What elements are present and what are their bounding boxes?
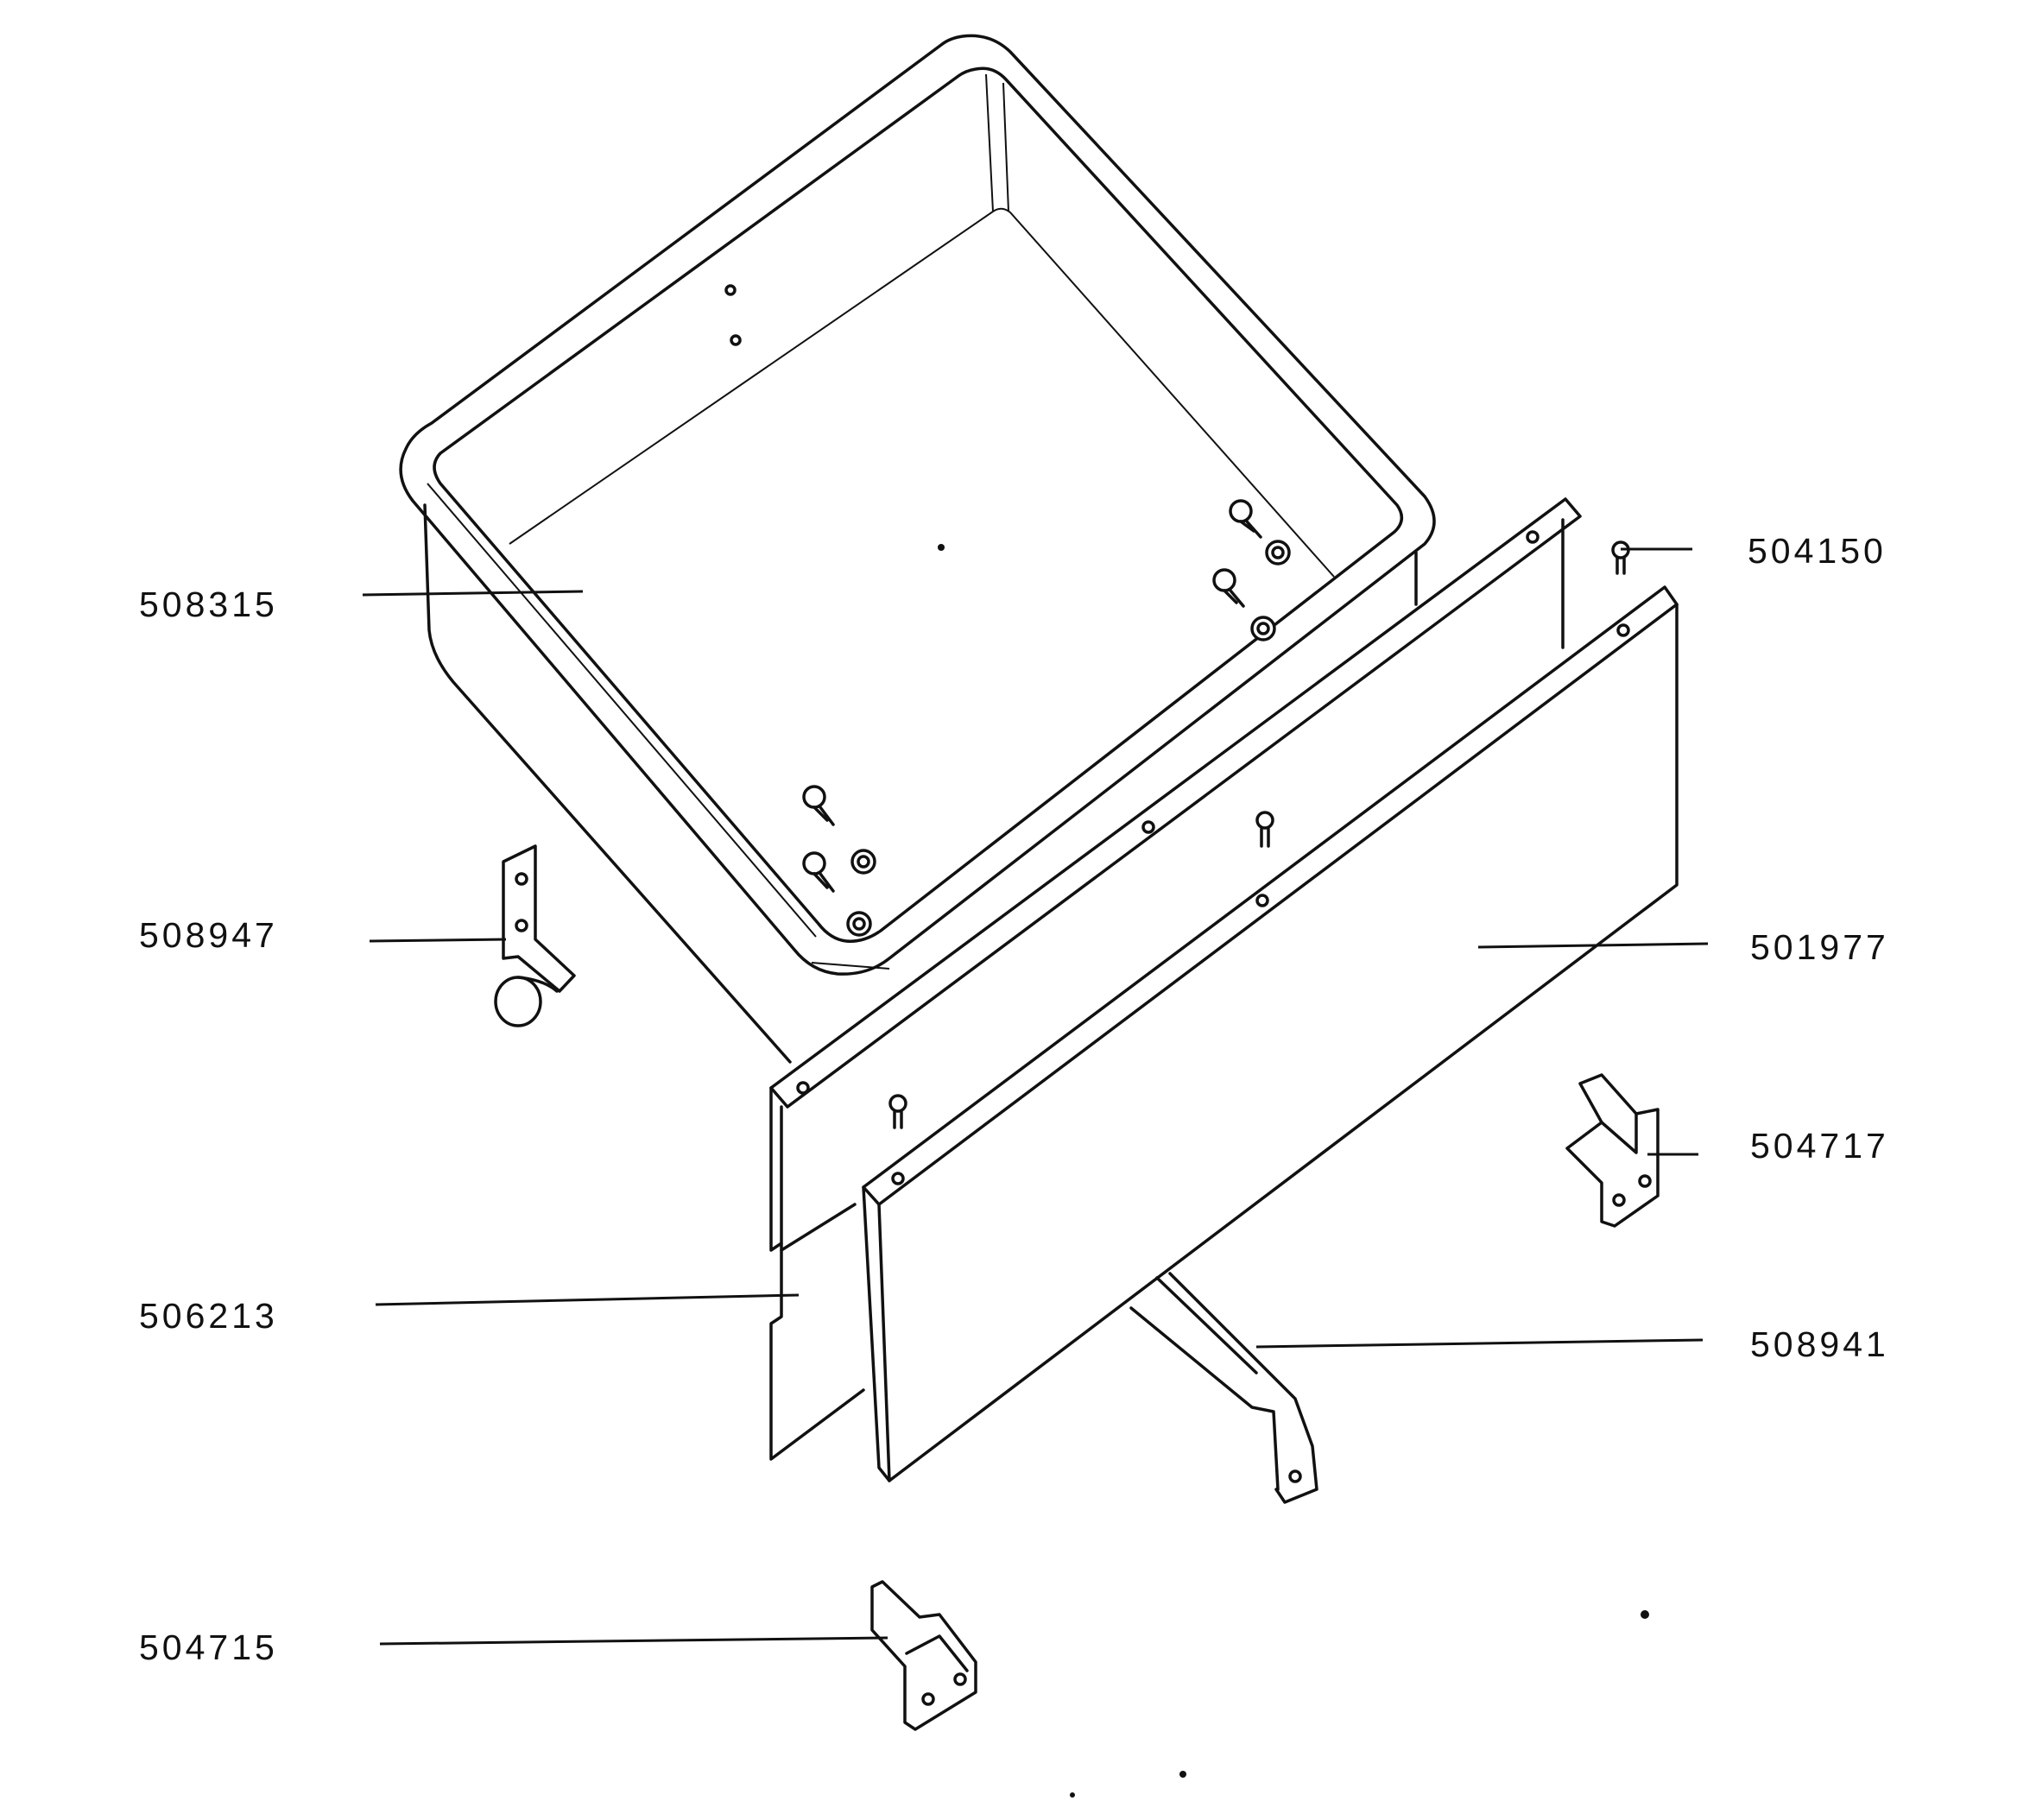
tub-basin — [399, 34, 1436, 1064]
inner-front-panel — [769, 497, 1582, 1461]
part-label-504150: 504150 — [1748, 531, 1887, 571]
leader-506213 — [375, 1293, 800, 1306]
part-label-508941: 508941 — [1750, 1324, 1889, 1364]
leader-508947 — [369, 938, 507, 943]
leader-504715 — [379, 1636, 888, 1646]
leader-lines — [362, 547, 1709, 1646]
part-label-508947: 508947 — [139, 915, 278, 955]
part-label-501977: 501977 — [1750, 927, 1889, 967]
bracket-504717 — [1565, 1073, 1660, 1228]
part-label-508315: 508315 — [139, 585, 278, 624]
part-label-504715: 504715 — [139, 1627, 278, 1667]
leader-501977 — [1477, 942, 1709, 949]
leader-508315 — [362, 590, 584, 597]
runner-rail — [1129, 1272, 1318, 1504]
bracket-504715 — [870, 1580, 977, 1731]
front-panel — [862, 585, 1679, 1482]
leader-508941 — [1255, 1338, 1704, 1349]
part-label-506213: 506213 — [139, 1296, 278, 1336]
pin-504150 — [1611, 540, 1630, 575]
caster-bracket — [494, 844, 576, 1027]
part-label-504717: 504717 — [1750, 1126, 1889, 1166]
